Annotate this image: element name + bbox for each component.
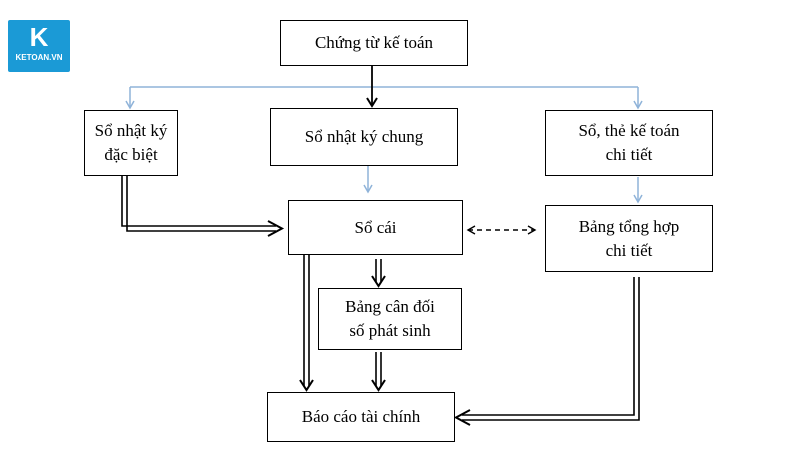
- logo-mark: K: [29, 22, 49, 52]
- double-arrow-dac-biet-to-so-cai: [121, 176, 276, 227]
- node-label: Báo cáo tài chính: [301, 407, 421, 426]
- node-label: Bảng tổng hợp: [578, 216, 680, 236]
- node-label: Bảng cân đối: [345, 297, 435, 316]
- node-bang-can-doi-so-phat-sinh: Bảng cân đối số phát sinh: [318, 288, 462, 350]
- node-label: Sổ nhật ký: [94, 121, 168, 140]
- node-so-cai: Sổ cái: [288, 200, 463, 255]
- node-bang-tong-hop-chi-tiet: Bảng tổng hợp chi tiết: [545, 205, 713, 272]
- node-label: Sổ, thẻ kế toán: [578, 121, 680, 140]
- node-so-the-ke-toan-chi-tiet: Sổ, thẻ kế toán chi tiết: [545, 110, 713, 176]
- node-label: chi tiết: [605, 240, 653, 260]
- node-so-nhat-ky-chung: Sổ nhật ký chung: [270, 108, 458, 166]
- node-label: Sổ cái: [354, 217, 397, 237]
- node-label: chi tiết: [605, 145, 653, 164]
- node-so-nhat-ky-dac-biet: Sổ nhật ký đặc biệt: [84, 110, 178, 176]
- logo-name: KETOAN.VN: [15, 53, 63, 62]
- ketoan-logo: K KETOAN.VN: [8, 20, 70, 72]
- node-label: Chứng từ kế toán: [314, 33, 434, 52]
- node-chung-tu-ke-toan: Chứng từ kế toán: [280, 20, 468, 66]
- node-label: đặc biệt: [104, 145, 158, 164]
- node-label: Sổ nhật ký chung: [304, 127, 424, 146]
- node-bao-cao-tai-chinh: Báo cáo tài chính: [267, 392, 455, 442]
- double-arrow-tong-hop-to-bao-cao: [462, 277, 635, 416]
- node-label: số phát sinh: [349, 321, 431, 340]
